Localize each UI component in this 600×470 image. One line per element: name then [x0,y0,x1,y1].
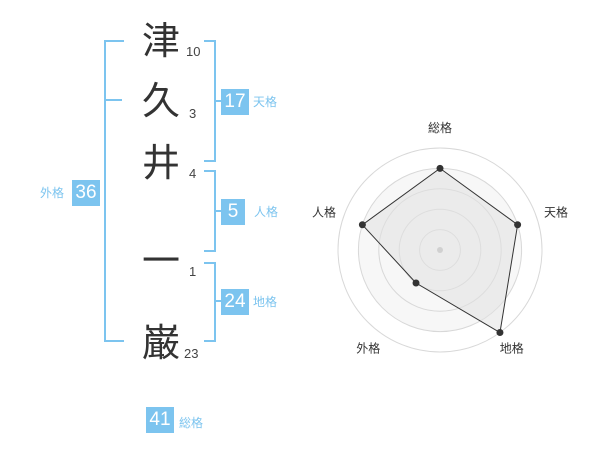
radar-point [358,221,366,229]
chikaku-label: 地格 [253,295,278,309]
name-char-5: 巌 [141,321,180,365]
tenkaku-value-badge: 17 [221,89,249,115]
tenkaku-connector [214,100,222,102]
stroke-count-1: 10 [186,44,201,59]
radar-point [496,329,504,337]
radar-axis-label: 外格 [356,341,380,356]
name-char-2: 久 [141,79,180,123]
tenkaku-label: 天格 [253,95,278,109]
name-char-4: 一 [141,239,180,283]
radar-polygon [361,167,519,334]
radar-axis-label: 総格 [428,120,452,135]
radar-axis-label: 人格 [312,204,336,219]
jinkaku-connector [214,210,222,212]
gaikaku-value-badge: 36 [72,180,100,206]
gaikaku-bracket [104,40,124,342]
soukaku-label: 総格 [179,416,204,430]
name-char-1: 津 [141,19,180,63]
radar-point [514,221,522,229]
radar-axis-label: 天格 [544,204,568,219]
radar-point [436,164,444,172]
jinkaku-label: 人格 [254,205,279,219]
jinkaku-value-badge: 5 [221,199,245,225]
gaikaku-label: 外格 [40,186,65,200]
chikaku-bracket [204,262,216,342]
stroke-count-4: 1 [189,264,197,279]
stroke-count-5: 23 [184,346,199,361]
soukaku-value-badge: 41 [146,407,174,433]
gaikaku-bracket-tick [104,99,122,101]
chikaku-connector [214,300,222,302]
radar-point [412,279,420,287]
radar-axis-label: 地格 [500,341,524,356]
stroke-count-2: 3 [189,106,197,121]
chikaku-value-badge: 24 [221,289,249,315]
name-char-3: 井 [141,141,180,185]
stroke-count-3: 4 [189,166,197,181]
